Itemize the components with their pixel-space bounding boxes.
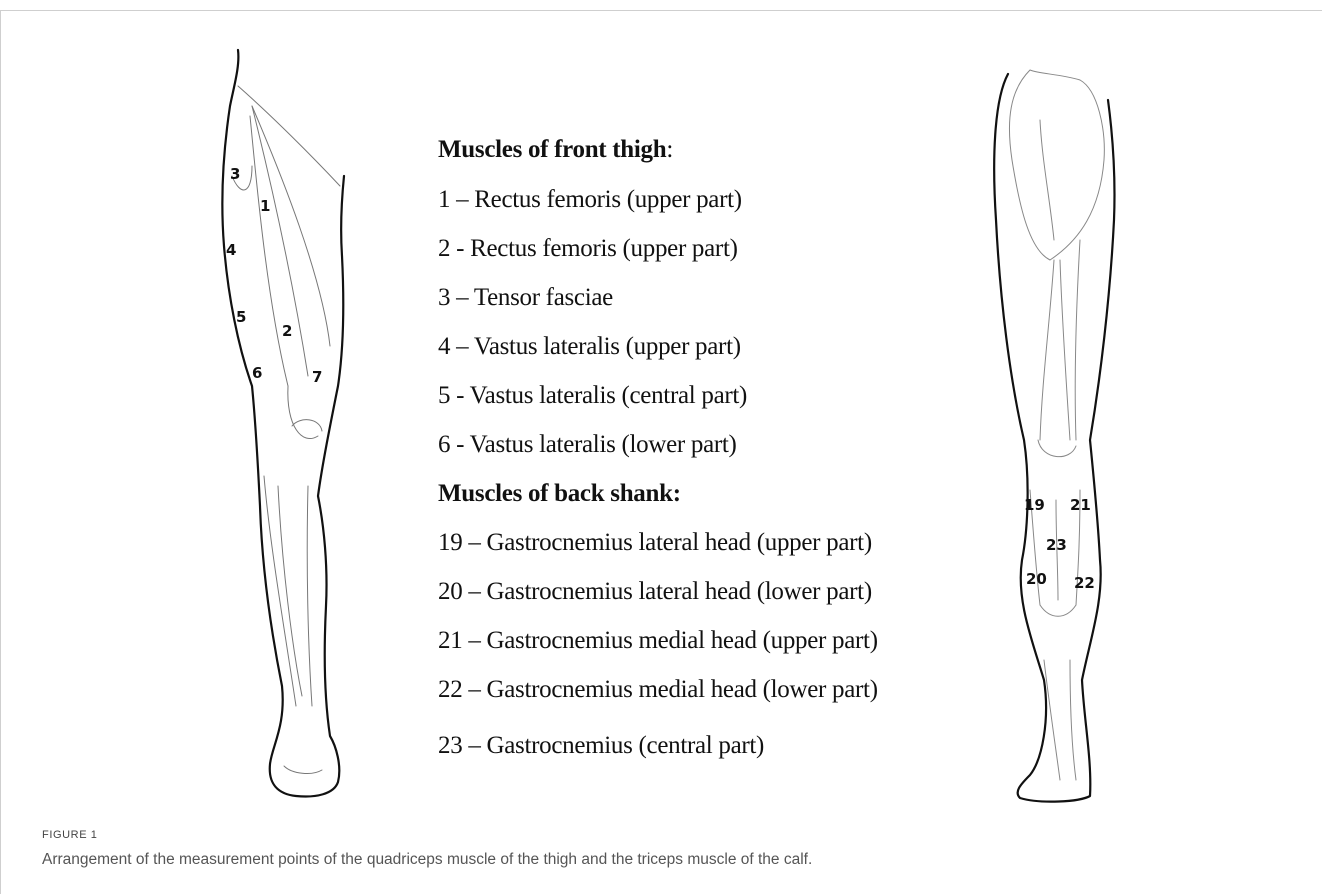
figure-image: 3 1 4 5 2 6 7 Muscles of front thigh: 1 …	[0, 10, 1322, 820]
front-leg-illustration: 3 1 4 5 2 6 7	[212, 46, 362, 806]
front-item-4: 4 – Vastus lateralis (upper part)	[438, 333, 741, 361]
front-thigh-heading: Muscles of front thigh:	[438, 136, 673, 164]
back-leg-label-22: 22	[1074, 574, 1095, 592]
front-item-3: 3 – Tensor fasciae	[438, 284, 613, 312]
back-leg-illustration: 19 21 23 20 22	[980, 60, 1125, 810]
front-item-1: 1 – Rectus femoris (upper part)	[438, 186, 742, 214]
back-item-21: 21 – Gastrocnemius medial head (upper pa…	[438, 627, 878, 655]
back-item-19: 19 – Gastrocnemius lateral head (upper p…	[438, 529, 872, 557]
figure-label: FIGURE 1	[42, 829, 98, 841]
back-leg-drawing: 19 21 23 20 22	[980, 60, 1125, 810]
front-leg-label-5: 5	[236, 308, 246, 326]
back-leg-label-23: 23	[1046, 536, 1067, 554]
front-leg-label-6: 6	[252, 364, 262, 382]
front-leg-label-7: 7	[312, 368, 322, 386]
front-leg-label-2: 2	[282, 322, 292, 340]
front-leg-label-3: 3	[230, 165, 240, 183]
back-shank-heading: Muscles of back shank:	[438, 480, 681, 508]
back-item-20: 20 – Gastrocnemius lateral head (lower p…	[438, 578, 872, 606]
front-item-2: 2 - Rectus femoris (upper part)	[438, 235, 738, 263]
back-leg-label-19: 19	[1024, 496, 1045, 514]
back-leg-label-20: 20	[1026, 570, 1047, 588]
front-item-6: 6 - Vastus lateralis (lower part)	[438, 431, 737, 459]
back-leg-label-21: 21	[1070, 496, 1091, 514]
front-leg-label-4: 4	[226, 241, 236, 259]
figure-caption: Arrangement of the measurement points of…	[42, 851, 812, 869]
front-leg-label-1: 1	[260, 197, 270, 215]
front-leg-drawing: 3 1 4 5 2 6 7	[212, 46, 362, 806]
back-item-23: 23 – Gastrocnemius (central part)	[438, 732, 764, 760]
back-item-22: 22 – Gastrocnemius medial head (lower pa…	[438, 676, 878, 704]
front-item-5: 5 - Vastus lateralis (central part)	[438, 382, 747, 410]
